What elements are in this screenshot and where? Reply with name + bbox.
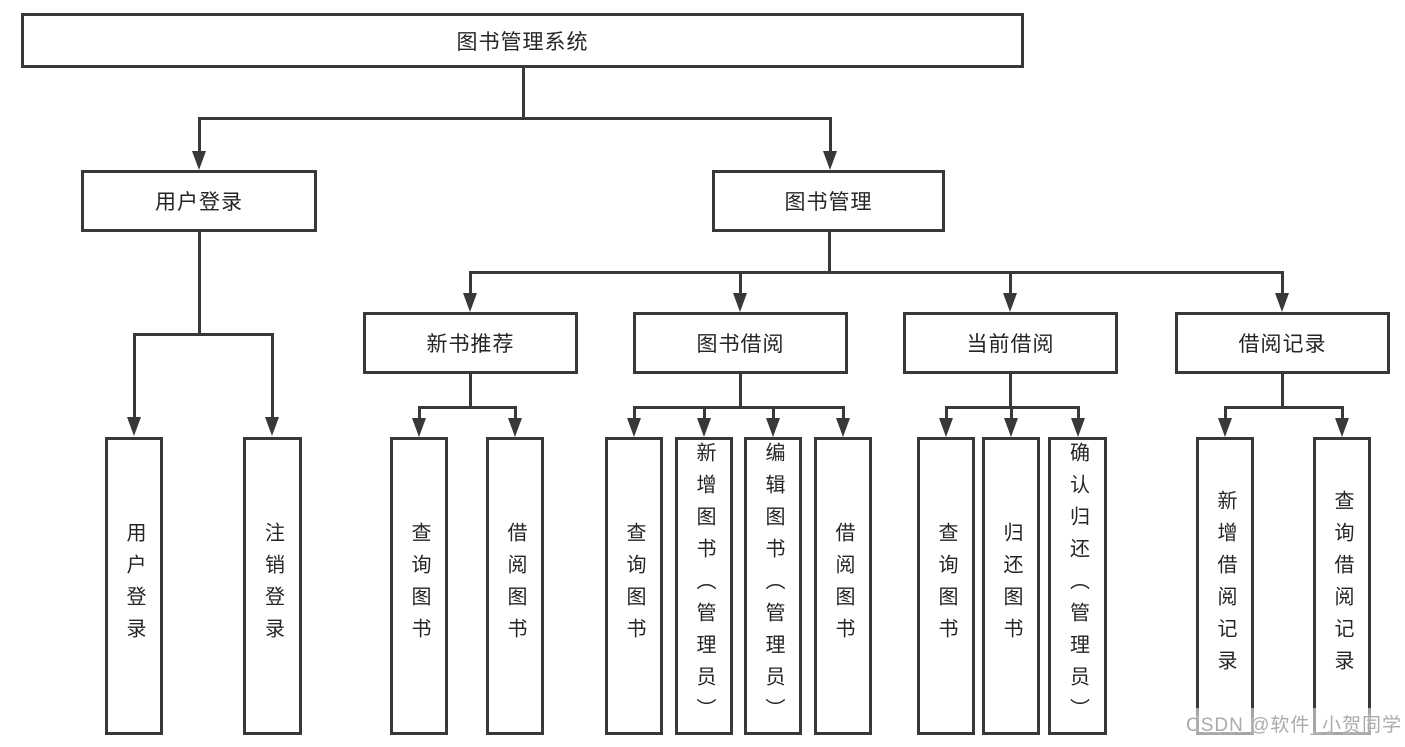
leaf-label: 新增图书（管理员）	[693, 442, 715, 730]
node-book-borrowing: 图书借阅	[633, 312, 848, 374]
node-library-management-system: 图书管理系统	[21, 13, 1024, 68]
connector-leaf-shaft	[771, 406, 775, 420]
leaf-label: 用户登录	[123, 522, 145, 650]
leaf-label: 查询借阅记录	[1331, 490, 1353, 682]
arrow-down-icon	[1071, 418, 1085, 437]
arrow-down-icon	[697, 418, 711, 437]
arrow-down-icon	[1003, 293, 1017, 312]
leaf-label: 新增借阅记录	[1214, 490, 1236, 682]
node-label: 新书推荐	[426, 333, 515, 356]
connector-group-stub	[738, 374, 742, 409]
leaf-add-book-admin: 新增图书（管理员）	[675, 437, 733, 735]
node-label: 图书管理系统	[456, 30, 589, 54]
connector-leaf-shaft	[417, 406, 421, 420]
leaf-label: 编辑图书（管理员）	[762, 442, 784, 730]
arrow-down-icon	[1275, 293, 1289, 312]
connector-group-bar	[632, 406, 845, 409]
connector-book-mgmt-shaft	[828, 117, 832, 153]
connector-group-stub	[468, 374, 472, 409]
leaf-label: 查询图书	[935, 522, 957, 650]
leaf-label: 借阅图书	[504, 522, 526, 650]
leaf-label: 注销登录	[261, 522, 284, 650]
connector-group-stub	[1280, 374, 1284, 409]
arrow-down-icon	[192, 151, 206, 170]
leaf-label: 借阅图书	[832, 522, 854, 650]
node-user-login: 用户登录	[81, 170, 317, 232]
connector-user-login-shaft	[197, 117, 201, 153]
connector-leaf-shaft	[1340, 406, 1344, 420]
arrow-down-icon	[463, 293, 477, 312]
node-new-book-recommend: 新书推荐	[363, 312, 578, 374]
csdn-watermark: CSDN @软件_小贺同学	[1180, 708, 1405, 739]
connector-book-mgmt-stub	[827, 232, 831, 274]
node-label: 图书管理	[784, 191, 873, 214]
arrow-down-icon	[1004, 418, 1018, 437]
arrow-down-icon	[412, 418, 426, 437]
arrow-down-icon	[265, 417, 279, 436]
arrow-down-icon	[766, 418, 780, 437]
leaf-label: 确认归还（管理员）	[1066, 442, 1089, 730]
connector-leaf-shaft	[1009, 406, 1013, 420]
leaf-edit-book-admin: 编辑图书（管理员）	[744, 437, 802, 735]
leaf-return-books: 归还图书	[982, 437, 1040, 735]
connector-leaf-shaft	[1223, 406, 1227, 420]
leaf-query-books: 查询图书	[917, 437, 975, 735]
connector-leaf-shaft	[132, 333, 136, 419]
connector-group-bar	[1223, 406, 1344, 409]
leaf-query-books: 查询图书	[390, 437, 448, 735]
connector-leaf-shaft	[841, 406, 845, 420]
leaf-confirm-return-admin: 确认归还（管理员）	[1048, 437, 1107, 735]
connector-leaf-shaft	[513, 406, 517, 420]
leaf-label: 归还图书	[1000, 522, 1022, 650]
arrow-down-icon	[939, 418, 953, 437]
arrow-down-icon	[127, 417, 141, 436]
connector-leaf-shaft	[270, 333, 274, 419]
leaf-borrow-books: 借阅图书	[814, 437, 872, 735]
connector-level3-shaft	[738, 271, 742, 296]
node-label: 用户登录	[155, 191, 243, 214]
node-label: 图书借阅	[696, 333, 785, 356]
node-borrowing-records: 借阅记录	[1175, 312, 1390, 374]
connector-user-login-bar	[132, 333, 274, 336]
arrow-down-icon	[823, 151, 837, 170]
connector-level3-bar	[468, 271, 1284, 274]
arrow-down-icon	[1335, 418, 1349, 437]
arrow-down-icon	[1218, 418, 1232, 437]
connector-leaf-shaft	[702, 406, 706, 420]
leaf-query-books: 查询图书	[605, 437, 663, 735]
connector-root-stub	[521, 68, 525, 120]
arrow-down-icon	[836, 418, 850, 437]
arrow-down-icon	[627, 418, 641, 437]
node-label: 借阅记录	[1238, 333, 1327, 356]
connector-leaf-shaft	[1076, 406, 1080, 420]
connector-level3-shaft	[468, 271, 472, 296]
connector-user-login-stub	[197, 232, 201, 336]
leaf-borrow-books: 借阅图书	[486, 437, 544, 735]
leaf-logout: 注销登录	[243, 437, 302, 735]
connector-level2-bar	[197, 117, 832, 120]
connector-leaf-shaft	[632, 406, 636, 420]
connector-group-bar	[417, 406, 517, 409]
arrow-down-icon	[508, 418, 522, 437]
leaf-label: 查询图书	[408, 522, 430, 650]
leaf-label: 查询图书	[623, 522, 645, 650]
connector-level3-shaft	[1008, 271, 1012, 296]
node-book-management: 图书管理	[712, 170, 945, 232]
leaf-add-borrow-record: 新增借阅记录	[1196, 437, 1254, 735]
connector-leaf-shaft	[944, 406, 948, 420]
connector-level3-shaft	[1280, 271, 1284, 296]
node-label: 当前借阅	[966, 333, 1055, 356]
leaf-query-borrow-record: 查询借阅记录	[1313, 437, 1371, 735]
arrow-down-icon	[733, 293, 747, 312]
leaf-user-login: 用户登录	[105, 437, 163, 735]
node-current-borrowing: 当前借阅	[903, 312, 1118, 374]
connector-group-stub	[1008, 374, 1012, 409]
